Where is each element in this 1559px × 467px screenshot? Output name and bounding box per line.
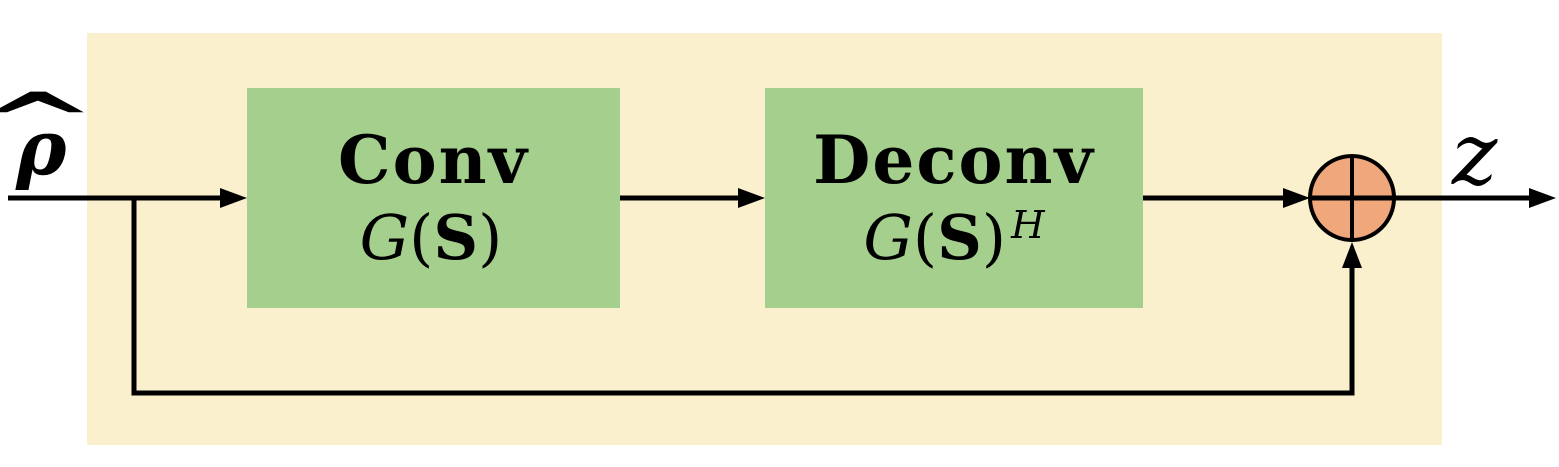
input-label: ^ρ	[0, 82, 99, 186]
close-paren: )	[981, 201, 1007, 275]
script-g-symbol: G	[863, 201, 913, 275]
input-symbol: ρ	[16, 103, 67, 192]
script-g-symbol: G	[359, 201, 410, 275]
shift-operator-symbol: S	[937, 201, 982, 275]
deconv-block: Deconv G(S)H	[765, 88, 1143, 308]
open-paren: (	[912, 201, 938, 275]
close-paren: )	[478, 201, 503, 275]
conv-to-deconv-arrowhead	[738, 188, 765, 208]
hermitian-superscript: H	[1011, 202, 1045, 248]
shift-operator-symbol: S	[433, 201, 479, 275]
input-arrowhead	[220, 188, 247, 208]
skip-connection-arrowhead	[1342, 242, 1362, 268]
output-label: z	[1452, 105, 1498, 205]
conv-block: Conv G(S)	[247, 88, 620, 308]
deconv-block-formula: G(S)H	[863, 206, 1044, 269]
open-paren: (	[409, 201, 434, 275]
conv-block-formula: G(S)	[360, 207, 508, 269]
hat-accent: ^	[0, 82, 99, 159]
output-arrowhead	[1529, 188, 1556, 208]
deconv-block-title: Deconv	[813, 120, 1095, 199]
conv-block-title: Conv	[338, 120, 529, 199]
deconv-to-sum-arrowhead	[1283, 188, 1310, 208]
skip-connection-wire	[131, 196, 1355, 396]
